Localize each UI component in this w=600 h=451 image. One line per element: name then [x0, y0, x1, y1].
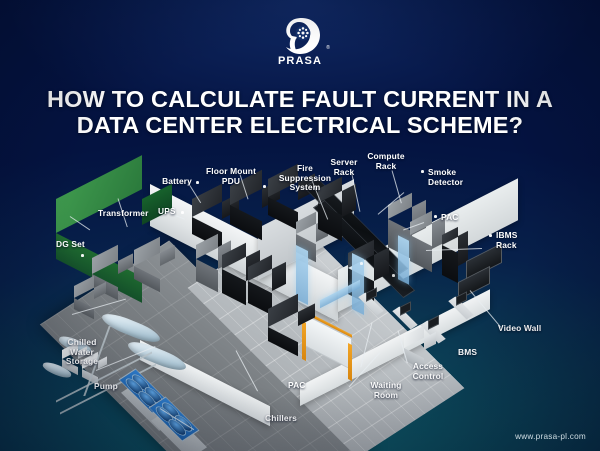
website-url: www.prasa-pl.com	[515, 432, 586, 441]
